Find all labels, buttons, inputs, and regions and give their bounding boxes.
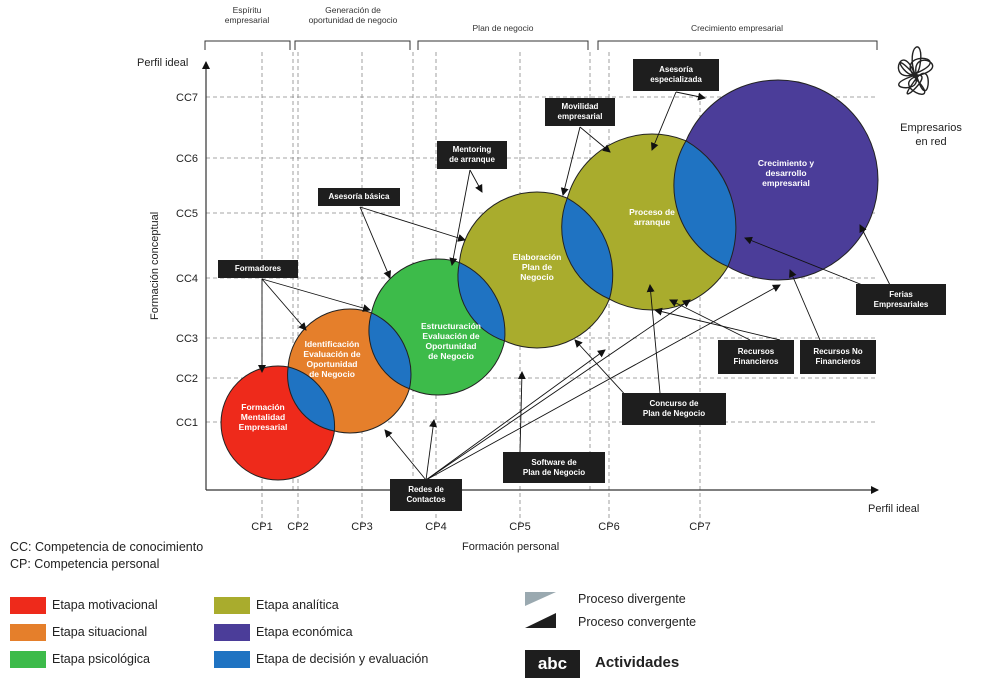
arrow-14 [789,269,821,341]
x-tick-CP5: CP5 [509,521,530,533]
activity-asesoria-especializada: Asesoría especializada [633,59,719,91]
arrow-13 [669,299,751,341]
x-tick-CP4: CP4 [425,521,446,533]
y-tick-CC3: CC3 [176,333,198,345]
x-tick-CP2: CP2 [287,521,308,533]
arrow-2 [261,278,371,312]
x-tick-CP6: CP6 [598,521,619,533]
arrow-7 [560,126,581,196]
arrow-15 [654,307,781,341]
arrow-17 [574,339,631,401]
arrow-4 [359,206,466,242]
y-tick-CC1: CC1 [176,417,198,429]
x-tick-labels: CP1 CP2 CP3 CP4 CP5 CP6 CP7 [251,521,710,533]
stage-label-2: Plan de negocio [473,23,534,33]
x-tick-CP1: CP1 [251,521,272,533]
legend-label-2: Etapa psicológica [52,652,150,666]
overlap-3 [561,197,614,300]
legend-swatch-0 [10,597,46,614]
arrow-6 [469,169,483,193]
process-convergente-label: Proceso convergente [578,615,697,629]
process-convergente-icon [525,613,556,628]
note-cc: CC: Competencia de conocimiento [10,540,204,554]
legend-swatch-1 [10,624,46,641]
x-tick-CP3: CP3 [351,521,372,533]
legend-swatch-4 [214,624,250,641]
overlap-1 [368,312,412,390]
legend-swatch-3 [214,597,250,614]
legend-label-1: Etapa situacional [52,625,148,639]
x-axis-end-label: Perfil ideal [868,503,919,515]
arrow-21 [425,349,606,481]
arrow-5 [449,169,471,266]
y-axis-top-label: Perfil ideal [137,57,188,69]
legend-label-3: Etapa analítica [256,598,339,612]
y-tick-labels: CC1 CC2 CC3 CC4 CC5 CC6 CC7 [176,92,198,429]
activity-asesoria-basica: Asesoría básica [318,188,400,206]
axes [202,61,879,494]
activity-ferias: Ferias Empresariales [856,284,946,315]
stage-brackets [204,40,878,50]
arrow-22 [425,299,691,481]
activity-movilidad: Movilidad empresarial [545,98,615,126]
activity-recursos-no-financieros: Recursos No Financieros [800,340,876,374]
x-axis-title: Formación personal [462,541,559,553]
arrow-9 [650,91,677,151]
arrow-18 [517,371,526,453]
arrow-12 [744,236,871,289]
arrow-11 [859,224,891,286]
stage-label-3: Crecimiento empresarial [691,23,783,33]
legend-label-5: Etapa de decisión y evaluación [256,652,429,666]
x-tick-CP7: CP7 [689,521,710,533]
arrow-8 [579,126,611,153]
activity-concurso: Concurso de Plan de Negocio [622,393,726,425]
activity-recursos-financieros: Recursos Financieros [718,340,794,374]
legend-swatch-2 [10,651,46,668]
actividades-label: Actividades [595,654,680,671]
activity-sample-box: abc [525,650,580,678]
overlap-2 [457,261,506,342]
arrow-23 [425,284,781,481]
activity-software: Software de Plan de Negocio [503,452,605,483]
activity-mentoring: Mentoring de arranque [437,141,507,169]
network-icon [897,46,934,95]
legend-swatch-5 [214,651,250,668]
process-divergente-icon [525,592,556,606]
activity-arrows [258,91,891,481]
arrow-20 [425,419,438,481]
arrow-19 [384,429,427,481]
y-tick-CC6: CC6 [176,153,198,165]
arrow-1 [261,278,307,331]
legend-label-4: Etapa económica [256,625,353,639]
arrow-3 [359,206,391,279]
y-tick-CC5: CC5 [176,208,198,220]
y-tick-CC7: CC7 [176,92,198,104]
activity-formadores: Formadores [218,260,298,278]
overlap-0 [287,366,336,432]
overlap-regions [287,140,737,432]
y-tick-CC4: CC4 [176,273,198,285]
y-axis-title: Formación conceptual [149,212,161,320]
arrow-16 [646,284,661,394]
activity-redes: Redes de Contactos [390,479,462,511]
y-tick-CC2: CC2 [176,373,198,385]
legend-label-0: Etapa motivacional [52,598,158,612]
overlap-4 [673,140,737,268]
process-divergente-label: Proceso divergente [578,592,686,606]
note-cp: CP: Competencia personal [10,557,160,571]
arrow-10 [675,91,706,101]
